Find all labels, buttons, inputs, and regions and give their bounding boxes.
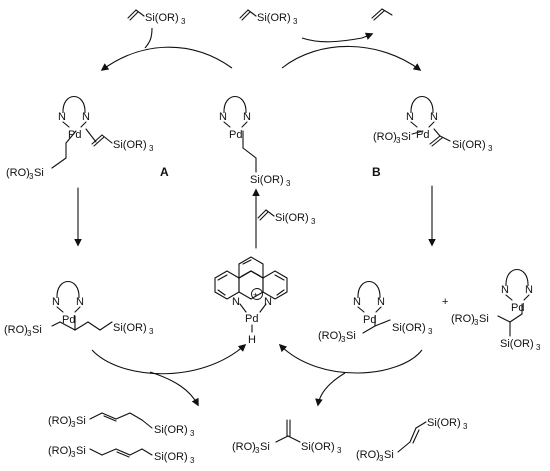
vinyl-silane-center (257, 209, 317, 227)
svg-text:3: 3 (27, 329, 32, 338)
svg-text:3: 3 (190, 456, 195, 465)
svg-text:3: 3 (396, 136, 401, 145)
bottom-right-bis-silyl-pd: (RO) 3 Si Si(OR) 3 (451, 268, 541, 352)
svg-text:3: 3 (536, 343, 541, 352)
svg-text:H: H (248, 334, 256, 346)
bottom-left-dialkyl-pd: (RO) 3 Si Si(OR) 3 (4, 280, 154, 338)
svg-text:Si(OR): Si(OR) (392, 322, 426, 334)
svg-text:(RO): (RO) (318, 330, 342, 342)
svg-text:3: 3 (488, 144, 493, 153)
bottom-right-gem-pd: (RO) 3 Si Si(OR) 3 (318, 280, 433, 344)
svg-text:3: 3 (286, 179, 291, 188)
svg-text:Si: Si (32, 324, 42, 336)
svg-text:Si: Si (76, 415, 86, 427)
svg-text:(RO): (RO) (373, 131, 397, 143)
svg-text:Si: Si (260, 441, 270, 453)
product-gem-vinylidene: (RO) 3 Si Si(OR) 3 (232, 419, 342, 455)
svg-text:(RO): (RO) (6, 167, 30, 179)
svg-text:(RO): (RO) (48, 415, 72, 427)
svg-text:Si(OR): Si(OR) (154, 451, 188, 463)
svg-text:Si(OR): Si(OR) (301, 441, 335, 453)
pd-alkyl-complex-top: Si(OR) 3 (218, 95, 291, 188)
svg-text:3: 3 (463, 422, 468, 431)
svg-text:Si: Si (401, 131, 411, 143)
svg-text:Si: Si (76, 445, 86, 457)
svg-text:Si(OR): Si(OR) (500, 338, 534, 350)
svg-text:3: 3 (474, 318, 479, 327)
label-b: B (372, 165, 381, 179)
svg-text:3: 3 (149, 144, 154, 153)
svg-text:(RO): (RO) (356, 449, 380, 461)
svg-text:3: 3 (71, 420, 76, 429)
svg-text:N: N (232, 296, 240, 308)
svg-text:Si(OR): Si(OR) (113, 139, 147, 151)
product-trans-vinylene: (RO) 3 Si Si(OR) 3 (356, 417, 468, 463)
svg-text:(RO): (RO) (451, 313, 475, 325)
svg-text:3: 3 (71, 450, 76, 459)
product-linear-diene-1: (RO) 3 Si Si(OR) 3 (48, 412, 195, 438)
svg-text:Si(OR): Si(OR) (452, 139, 486, 151)
svg-text:(RO): (RO) (4, 324, 28, 336)
svg-text:(RO): (RO) (48, 445, 72, 457)
svg-text:3: 3 (337, 446, 342, 455)
svg-text:N: N (264, 296, 272, 308)
svg-text:Si: Si (34, 167, 44, 179)
svg-text:3: 3 (29, 172, 34, 181)
plus-sign: + (442, 296, 448, 308)
arc-bottom-right (278, 343, 423, 407)
vinyl-silane-top-left (127, 9, 187, 27)
svg-text:3: 3 (255, 446, 260, 455)
intermediate-b-complex: (RO) 3 Si Si(OR) 3 (373, 95, 493, 153)
pd-hydride-phenanthroline: N N Pd + H (214, 256, 288, 346)
vinyl-silane-top-middle (239, 9, 299, 27)
svg-text:Pd: Pd (245, 313, 258, 325)
arc-top-right (281, 32, 422, 71)
svg-text:Si(OR): Si(OR) (154, 424, 188, 436)
ethylene-product (371, 8, 393, 21)
svg-text:Si(OR): Si(OR) (427, 417, 461, 429)
svg-text:3: 3 (149, 327, 154, 336)
svg-text:Si: Si (346, 330, 356, 342)
svg-text:Si(OR): Si(OR) (113, 322, 147, 334)
svg-text:Si: Si (384, 449, 394, 461)
product-linear-diene-2: (RO) 3 Si Si(OR) 3 (48, 445, 195, 465)
svg-text:3: 3 (190, 429, 195, 438)
svg-text:3: 3 (428, 327, 433, 336)
svg-text:+: + (253, 291, 258, 300)
svg-text:Si(OR): Si(OR) (250, 174, 284, 186)
arc-bottom-left (91, 343, 247, 407)
label-a: A (160, 165, 169, 179)
svg-text:(RO): (RO) (232, 441, 256, 453)
svg-text:3: 3 (379, 454, 384, 463)
svg-text:Si: Si (479, 313, 489, 325)
svg-text:3: 3 (341, 335, 346, 344)
arc-top-left (100, 27, 233, 71)
intermediate-a-complex: (RO) 3 Si Si(OR) 3 (6, 95, 154, 181)
